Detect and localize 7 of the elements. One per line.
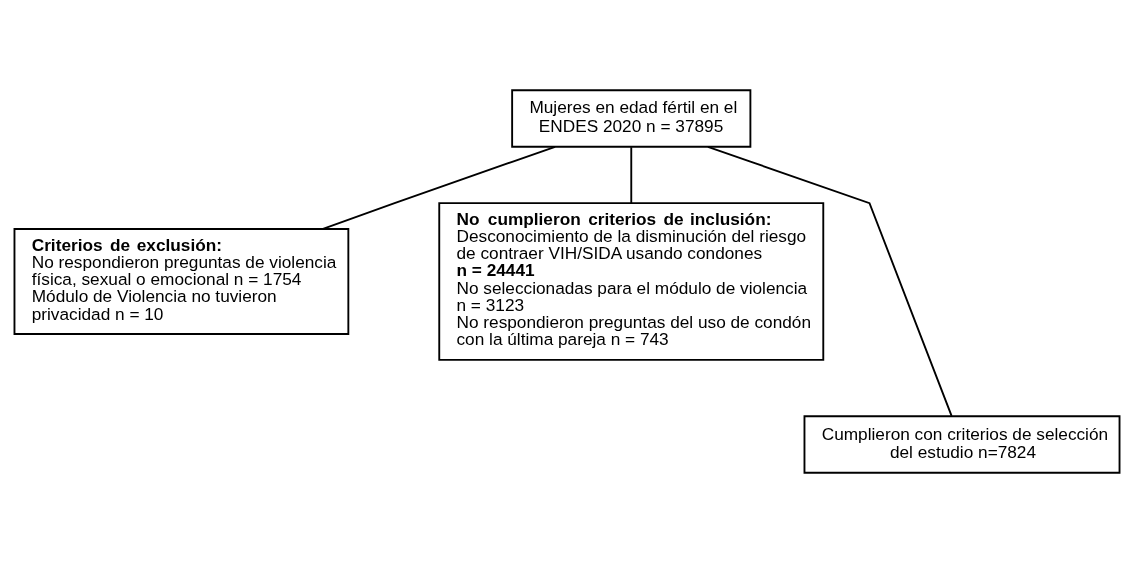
node-box: Cumplieron con criterios de selección del estudio n=7824 (803, 415, 1121, 474)
connector (707, 145, 953, 417)
connector (322, 145, 556, 230)
node-box: Mujeres en edad fértil en el ENDES 2020 n = 37895 (511, 89, 752, 148)
connector (630, 146, 633, 204)
node-box: Criterios de exclusión: No respondieron preguntas de violencia física, sexual o emocional n = 1754 Módulo de Violencia no tuvieron privacidad n = 10 (13, 228, 350, 335)
node-box: No cumplieron criterios de inclusión: Desconocimiento de la disminución del riesgo de contraer VIH/SIDA usando condones n = 24441 No seleccionadas para el módulo de violencia n = 3123 No respondieron preguntas del uso de condón con la última pareja n = 743 (438, 202, 825, 361)
